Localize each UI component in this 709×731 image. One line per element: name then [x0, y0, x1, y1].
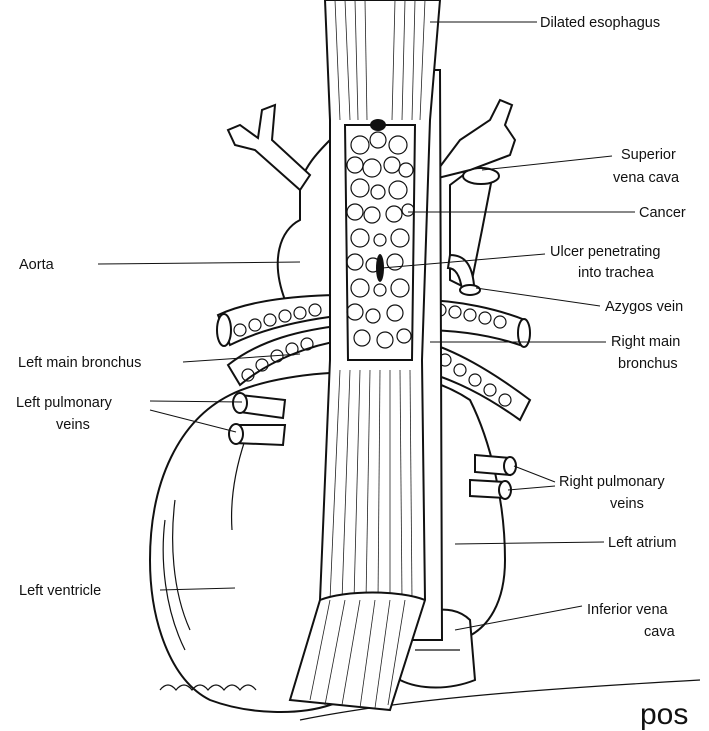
label-inferior-vena-cava: Inferior vena	[587, 602, 669, 618]
label-left-main-bronchus: Left main bronchus	[18, 355, 141, 371]
label-aorta: Aorta	[19, 257, 55, 273]
label-ulcer-line2: into trachea	[578, 265, 655, 281]
label-right-main-bronchus: Right main	[611, 334, 680, 350]
label-right-pulmonary-veins: Right pulmonary	[559, 474, 665, 490]
label-inferior-vena-cava-line2: cava	[644, 624, 676, 640]
label-right-pulmonary-veins-line2: veins	[610, 496, 644, 512]
ulcer-top	[370, 119, 386, 131]
superior-vena-cava	[430, 100, 515, 290]
aorta	[228, 70, 345, 318]
label-superior-vena-cava-line2: vena cava	[613, 170, 680, 186]
left-main-bronchus	[217, 295, 345, 385]
label-left-pulmonary-veins: Left pulmonary	[16, 395, 113, 411]
caption-pos: pos	[640, 698, 688, 731]
label-right-main-bronchus-line2: bronchus	[618, 356, 678, 372]
label-dilated-esophagus: Dilated esophagus	[540, 15, 660, 31]
label-azygos-vein: Azygos vein	[605, 299, 683, 315]
label-left-ventricle: Left ventricle	[19, 583, 101, 599]
label-left-pulmonary-veins-line2: veins	[56, 417, 90, 433]
label-ulcer: Ulcer penetrating	[550, 244, 660, 260]
label-superior-vena-cava: Superior	[621, 147, 676, 163]
label-cancer: Cancer	[639, 205, 686, 221]
label-left-atrium: Left atrium	[608, 535, 677, 551]
